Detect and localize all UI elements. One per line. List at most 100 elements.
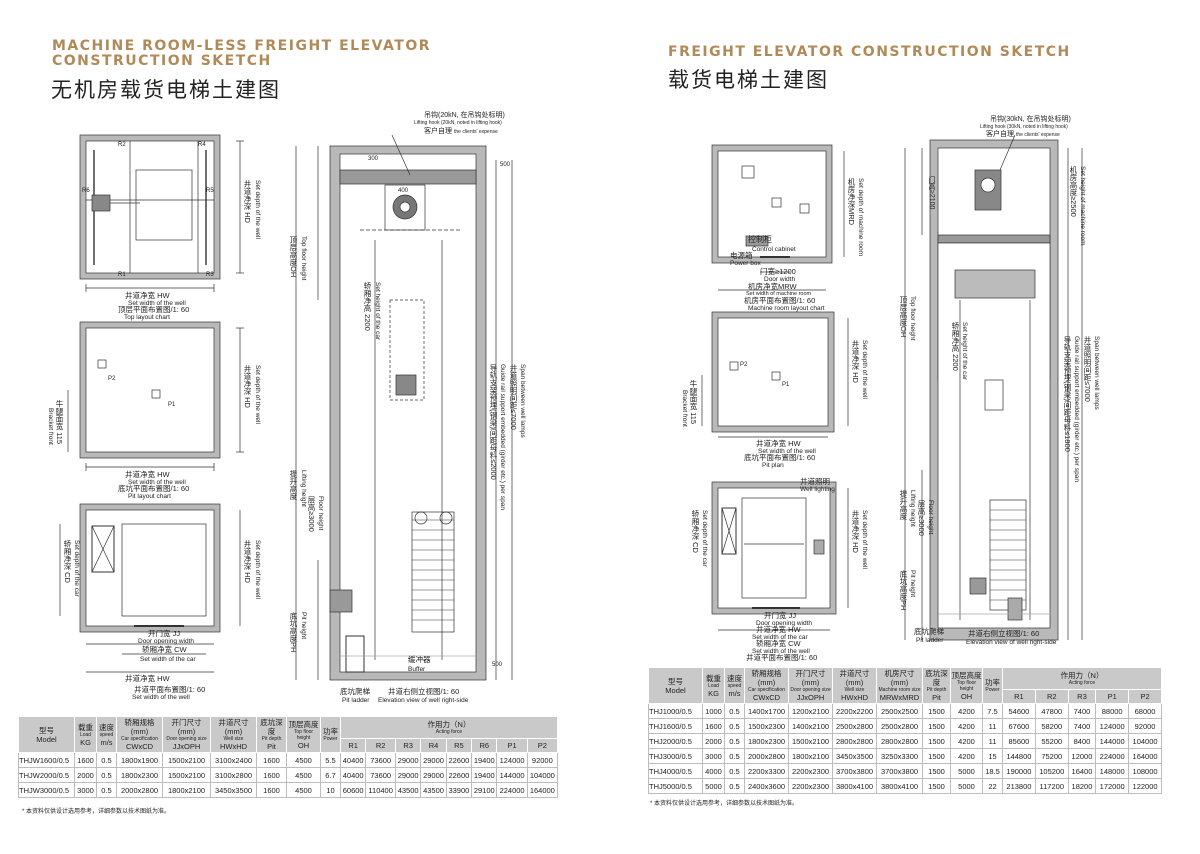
table-cell: 1500 [922,718,951,734]
right-pit-caption: 底坑平面布置图/1: 60 [744,453,816,462]
left-top-plan-caption: 顶层平面布置图/1: 60 [118,305,190,314]
table-cell: 2000x2800 [116,782,163,798]
right-car-width-en: Set width of the car [752,634,808,641]
table-cell: 5000 [950,778,983,794]
table-cell: 7400 [1067,703,1097,719]
right-room-height-en: Set height of machine room [1079,166,1086,246]
left-rail-support-en: Guide rail support embedded (girder etc.… [499,364,506,510]
r-label: R2 [118,142,126,148]
right-machine-plan [711,144,845,291]
right-pit-caption-en: Pit plan [762,462,784,469]
table-cell: 1800x2300 [744,733,789,749]
table-cell: THJ2000/0.5 [648,733,703,749]
right-car-width: 轿厢净宽 CW [756,639,801,648]
table-cell: 16400 [1067,763,1097,779]
table-cell: 58200 [1034,718,1069,734]
th-r4: R4 [420,738,447,753]
table-cell: 1500 [922,748,951,764]
left-drawings: R2 R4 R6 R5 R3 R1 P2 P1 300 400 500 500 [59,134,513,681]
th-p1: P1 [1095,689,1130,704]
left-buffer: 缓冲器 [408,655,431,664]
right-car-height: 轿厢净高 2200 [951,322,960,371]
table-cell: 15 [982,748,1003,764]
table-cell: 4500 [286,767,321,783]
right-machine-caption: 机房平面布置图/1: 60 [744,296,816,305]
right-client-label-en: the clients' expense [1016,132,1060,138]
table-cell: 2000 [702,733,725,749]
left-top-plan-hw-en: Set width of the well [128,300,186,307]
right-pit-p2: P2 [740,362,748,368]
th-acting-force: 作用力（N）Acting force [340,716,558,739]
table-cell: 3100x2400 [210,752,257,768]
table-cell: 43500 [394,782,422,798]
left-pit-plan-hd-en: Set depth of the well [254,365,261,424]
pit-p1: P1 [168,402,176,408]
right-car-well-depth: 井道净深 HD [851,510,860,553]
table-cell: 2500x2500 [876,703,923,719]
table-cell: 75200 [1034,748,1069,764]
table-cell: 0.5 [724,703,745,719]
table-cell: 1600 [256,782,287,798]
table-cell: 7.5 [982,703,1003,719]
left-pit-plan-bracket-en: Bracket front [47,408,54,445]
right-elevation-caption-en: Elevation view of well right-side [966,639,1057,646]
left-client-label: 客户自理 [424,128,452,135]
left-elevation-caption-en: Elevation view of well right-side [378,697,469,704]
table-cell: 19400 [471,752,498,768]
table-cell: 4000 [702,763,725,779]
right-pit-hd: 井道净深 HD [851,340,860,383]
right-client-label: 客户自理 [986,131,1014,138]
table-cell: 29000 [394,752,422,768]
table-cell: 1500x2100 [162,767,211,783]
right-well-lighting: 井道照明 [800,477,830,486]
right-pit-p1: P1 [782,382,790,388]
dim-300: 300 [368,156,379,162]
right-hook-label: 吊钩(30kN, 在吊钩处标明) [990,116,1071,123]
table-cell: 1600 [256,752,287,768]
table-cell: 0.5 [724,763,745,779]
left-pit-plan-hw-en: Set width of the well [128,479,186,486]
table-cell: 4200 [950,748,983,764]
left-pit-plan-bracket: 牛腿面宽 115 [55,400,64,445]
table-cell: 2000x2800 [744,748,789,764]
right-pit-height-en: Pit height [909,570,916,598]
table-cell: THJ5000/0.5 [648,778,703,794]
table-cell: 172000 [1095,778,1130,794]
table-cell: 33900 [445,782,473,798]
pit-p2: P2 [108,376,116,382]
table-cell: 2500x2800 [876,718,923,734]
left-pit-height-en: Pit height [300,612,307,640]
right-floor-height-en: Floor height [927,500,934,535]
th-p2: P2 [1128,689,1162,704]
right-elevation-caption: 井道右侧立视图/1: 60 [968,629,1040,638]
table-cell: 29000 [420,767,447,783]
table-cell: 60600 [339,782,367,798]
table-cell: 7400 [1067,718,1097,734]
left-table-note: * 本资料仅供设计选用参考，详细参数以技术图纸为准。 [22,809,171,815]
right-pit-bracket-en: Bracket front [681,390,688,427]
right-hook-label-en: Lifting hook (30kN, noted in lifting hoo… [980,124,1068,130]
r-label: R6 [82,188,90,194]
left-top-plan-hd: 井道净深 HD [243,180,252,223]
left-car-well-depth: 井道净深 HD [243,540,252,583]
table-cell: 2400x3600 [744,778,789,794]
right-drawings: P2 P1 [701,134,1083,641]
table-cell: 4200 [950,718,983,734]
right-pit-hw: 井道净宽 HW [756,439,801,448]
table-cell: 1500x2100 [162,752,211,768]
table-cell: 3000 [702,748,725,764]
right-pit-hd-en: Set depth of the well [861,340,868,399]
left-top-plan-caption-en: Top layout chart [124,314,170,321]
table-cell: 19400 [471,767,498,783]
right-car-well-depth-en: Set depth of the well [861,510,868,569]
